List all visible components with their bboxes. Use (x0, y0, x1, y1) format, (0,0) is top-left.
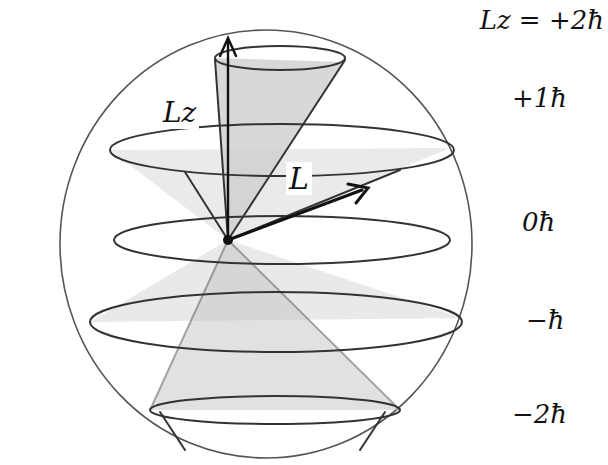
sphere-outline (60, 30, 472, 458)
cone-edge (160, 412, 185, 450)
equator-disc (114, 216, 450, 264)
cone-rim (110, 124, 454, 176)
l-vector (228, 190, 362, 240)
quantum-number-label: −2ħ (512, 400, 567, 429)
quantum-number-label: −ħ (526, 306, 565, 335)
quantum-number-label: Lz = +2ħ (480, 6, 604, 35)
vector-label: L (286, 162, 312, 195)
lz-vector (227, 42, 229, 240)
cone-edge (228, 170, 400, 240)
vector-label: Lz (160, 98, 199, 129)
cone-edge (185, 172, 228, 240)
cone-edge (228, 60, 345, 240)
cone-rim (215, 46, 345, 70)
cone-edge (228, 240, 400, 410)
arrowhead (220, 38, 236, 56)
arrowhead (348, 184, 368, 203)
cone-rim (90, 292, 462, 352)
quantum-number-label: +1ħ (512, 84, 567, 113)
cone-edge (215, 60, 228, 240)
cone-edge (150, 240, 228, 410)
cone-edge (360, 412, 385, 450)
cone-rim (150, 396, 400, 424)
quantum-number-label: 0ħ (522, 208, 555, 237)
cone-shading (150, 240, 400, 410)
origin-dot (223, 235, 233, 245)
